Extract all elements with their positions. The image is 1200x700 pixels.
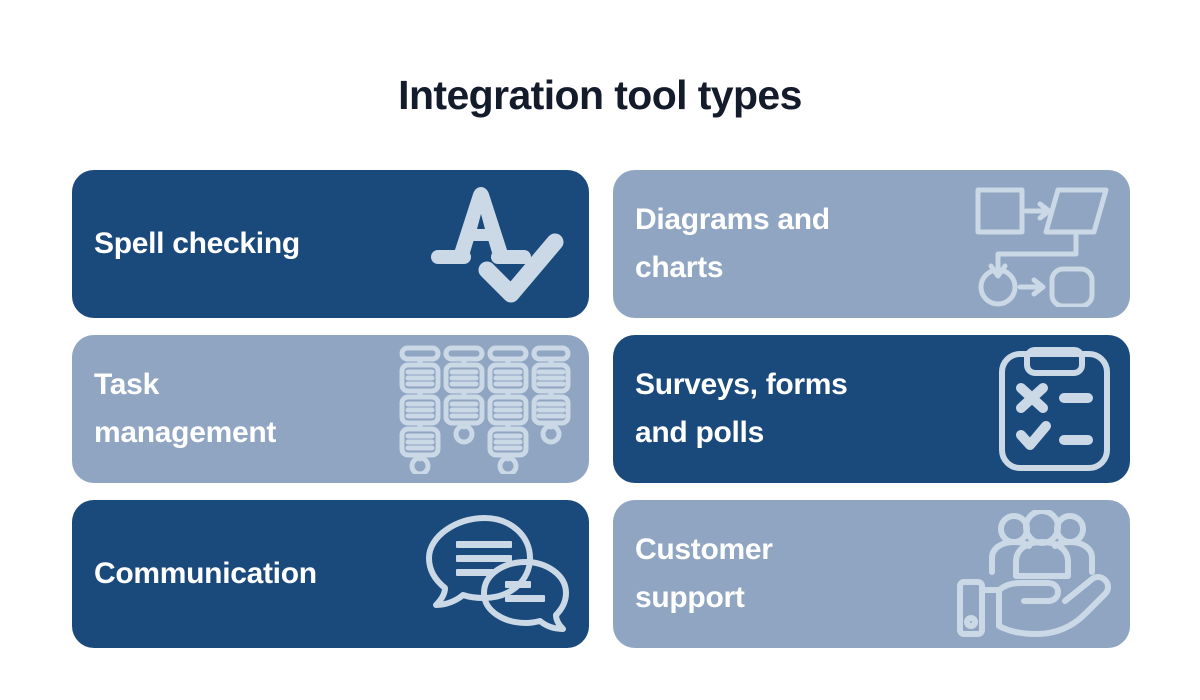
card-surveys-forms-polls[interactable]: Surveys, forms and polls — [613, 335, 1130, 483]
card-label: Diagrams and charts — [635, 203, 830, 284]
card-label: Spell checking — [94, 227, 300, 260]
speech-bubbles-icon — [426, 500, 571, 648]
card-task-management[interactable]: Task management — [72, 335, 589, 483]
page-title: Integration tool types — [398, 72, 802, 118]
card-label: Task management — [94, 368, 277, 449]
card-spell-checking[interactable]: Spell checking — [72, 170, 589, 318]
card-communication[interactable]: Communication — [72, 500, 589, 648]
flowchart-icon — [972, 170, 1112, 318]
clipboard-checklist-icon — [997, 335, 1112, 483]
card-label: Communication — [94, 557, 317, 590]
card-diagrams-and-charts[interactable]: Diagrams and charts — [613, 170, 1130, 318]
card-label: Customer support — [635, 533, 773, 614]
card-customer-support[interactable]: Customer support — [613, 500, 1130, 648]
card-label: Surveys, forms and polls — [635, 368, 848, 449]
hand-holding-people-icon — [952, 500, 1112, 648]
card-grid: Spell checking Diagrams and charts — [72, 170, 1130, 648]
kanban-board-icon — [396, 335, 571, 483]
letter-a-checkmark-icon — [411, 170, 571, 318]
